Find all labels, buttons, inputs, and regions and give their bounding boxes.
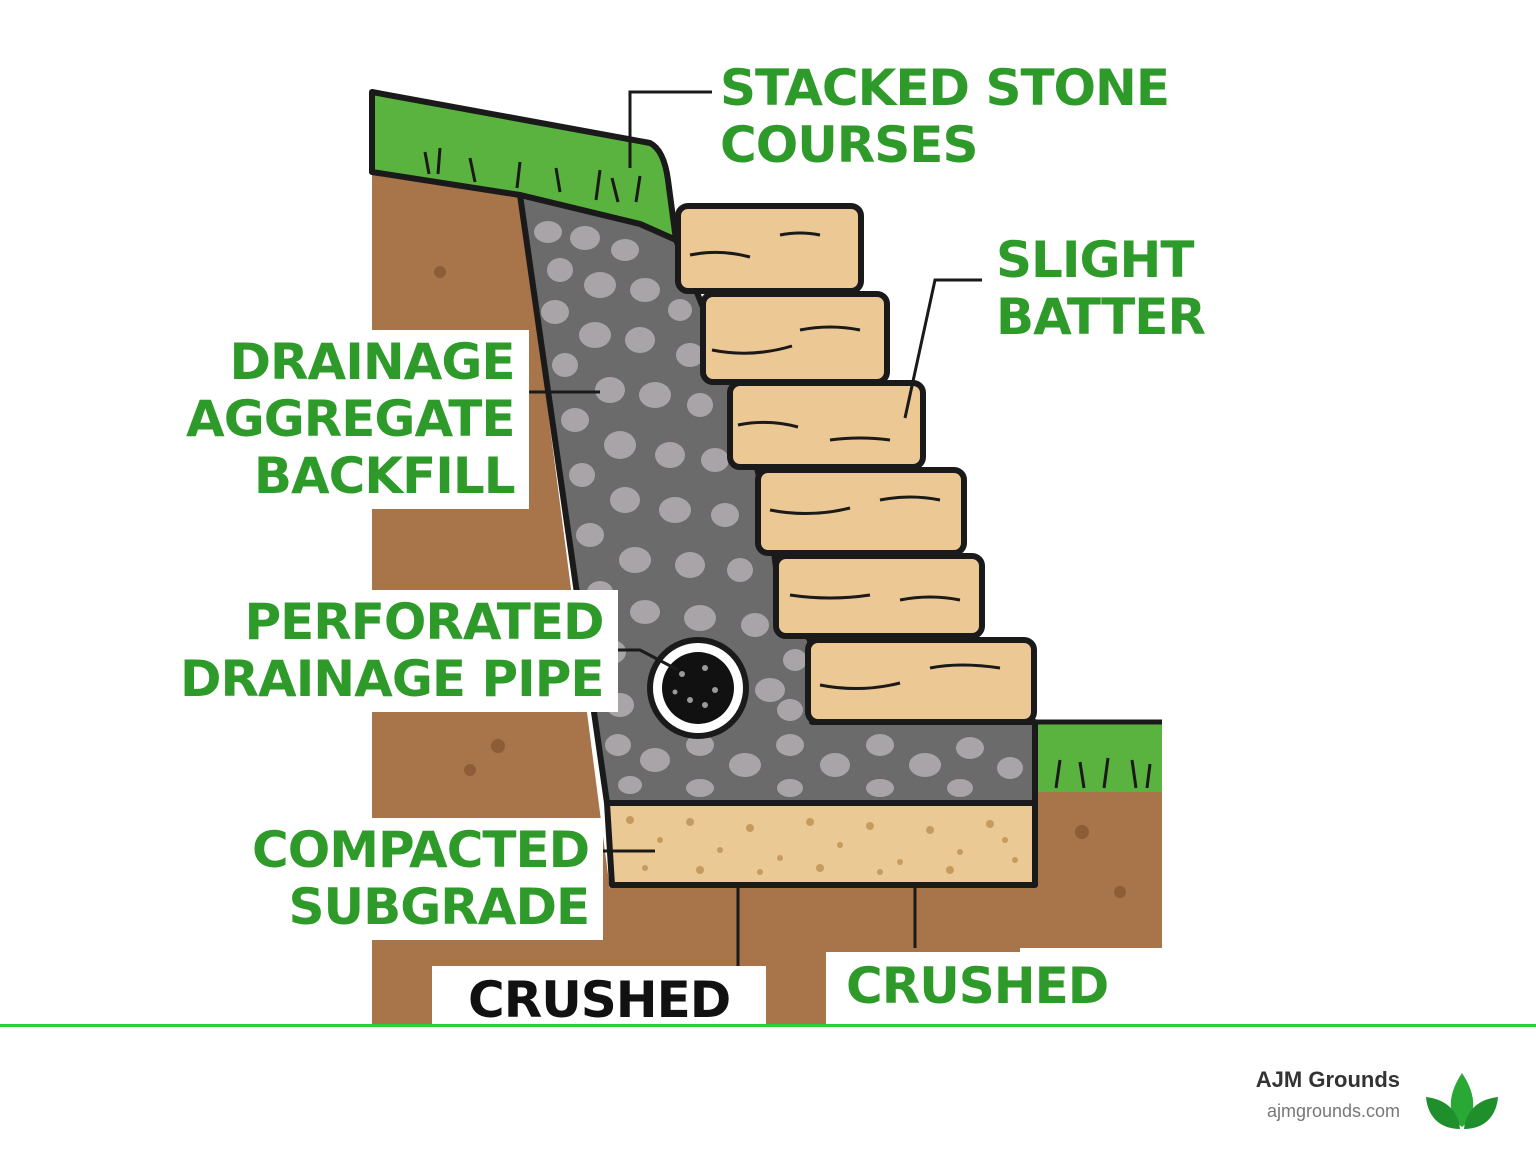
label-crushed-right: CRUSHED: [826, 952, 1129, 1029]
lower-grass-blades: [1054, 757, 1152, 789]
brand-name: AJM Grounds: [1255, 1067, 1400, 1092]
stone-course-6: [805, 637, 1037, 725]
label-stacked-stone-line1: STACKED STONE: [720, 59, 1170, 117]
label-slight-batter-line2: BATTER: [996, 288, 1206, 346]
footer: AJM Grounds ajmgrounds.com: [0, 1024, 1536, 1157]
lower-grass: [1035, 722, 1162, 792]
leaf-icon: [1426, 1073, 1498, 1129]
label-perforated-drainage-pipe: PERFORATED DRAINAGE PIPE: [166, 590, 618, 712]
soil-specks: [434, 266, 1126, 898]
aggregate-pebbles: [534, 221, 1023, 797]
compacted-subgrade-layer: [604, 800, 1038, 888]
label-drainage-aggregate-line2: AGGREGATE: [186, 390, 516, 448]
stone-course-2: [700, 291, 890, 385]
leader-stacked-stone: [628, 90, 712, 168]
subgrade-specks: [626, 816, 1018, 875]
drainage-pipe: [647, 637, 749, 739]
label-drainage-aggregate-backfill: DRAINAGE AGGREGATE BACKFILL: [172, 330, 529, 509]
brand-url: ajmgrounds.com: [1266, 1101, 1400, 1121]
label-drainage-aggregate-line3: BACKFILL: [253, 447, 516, 505]
label-perforated-pipe-line1: PERFORATED: [244, 593, 604, 651]
label-stacked-stone-line2: COURSES: [720, 116, 978, 174]
label-drainage-aggregate-line1: DRAINAGE: [229, 333, 516, 391]
stone-course-5: [773, 553, 985, 639]
label-compacted-subgrade-line2: SUBGRADE: [288, 878, 591, 936]
upper-grass-blades: [423, 147, 642, 203]
label-compacted-subgrade: COMPACTED SUBGRADE: [238, 818, 604, 940]
stone-course-3: [727, 380, 926, 470]
label-perforated-pipe-line2: DRAINAGE PIPE: [180, 650, 604, 708]
stone-courses: [675, 203, 1037, 725]
stone-cracks: [689, 231, 1001, 691]
label-compacted-subgrade-line1: COMPACTED: [252, 821, 590, 879]
stone-course-1: [675, 203, 864, 294]
label-slight-batter-line1: SLIGHT: [996, 231, 1194, 289]
leader-slight-batter: [903, 278, 982, 419]
label-slight-batter: SLIGHT BATTER: [996, 231, 1206, 346]
label-stacked-stone-courses: STACKED STONE COURSES: [720, 59, 1170, 174]
